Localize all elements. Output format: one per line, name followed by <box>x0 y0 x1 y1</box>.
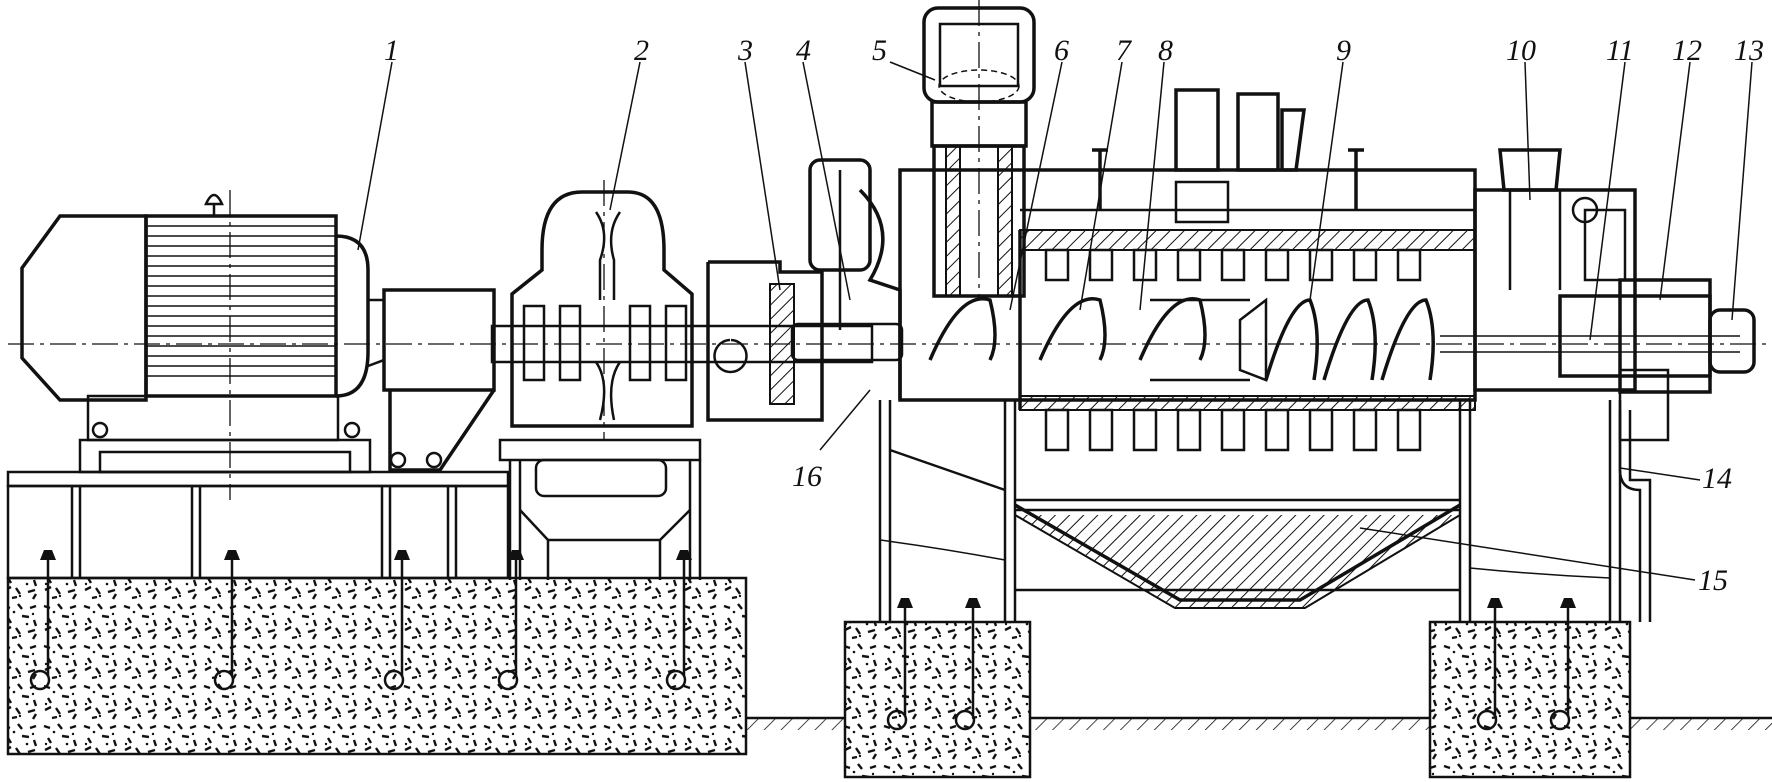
callout-2: 2 <box>634 34 649 67</box>
coupling-guard <box>382 288 496 472</box>
electric-motor <box>20 193 386 442</box>
callout-5: 5 <box>872 34 887 67</box>
extruder-barrel <box>898 88 1477 452</box>
collection-hopper <box>879 498 1611 609</box>
end-bearing-assembly <box>1440 148 1756 442</box>
gearbox <box>498 190 702 580</box>
concrete-foundations <box>6 576 1632 779</box>
callout-14: 14 <box>1702 462 1732 495</box>
feed-hopper <box>922 0 1036 300</box>
leader-lines <box>357 61 1753 581</box>
callout-9: 9 <box>1336 34 1351 67</box>
callout-labels: 1 2 3 4 5 6 7 8 9 10 11 12 13 14 15 16 <box>384 34 1764 597</box>
callout-11: 11 <box>1606 34 1634 67</box>
callout-15: 15 <box>1698 564 1728 597</box>
callout-16: 16 <box>792 460 822 493</box>
callout-12: 12 <box>1672 34 1702 67</box>
callout-3: 3 <box>737 34 753 67</box>
callout-13: 13 <box>1734 34 1764 67</box>
drive-shaft <box>8 180 1772 500</box>
callout-7: 7 <box>1116 34 1133 67</box>
callout-1: 1 <box>384 34 399 67</box>
anchor-bolts <box>29 550 1576 731</box>
callout-10: 10 <box>1506 34 1536 67</box>
base-frame <box>6 438 510 580</box>
callout-4: 4 <box>796 34 811 67</box>
feed-coupling <box>706 158 904 422</box>
callout-8: 8 <box>1158 34 1173 67</box>
callout-6: 6 <box>1054 34 1069 67</box>
